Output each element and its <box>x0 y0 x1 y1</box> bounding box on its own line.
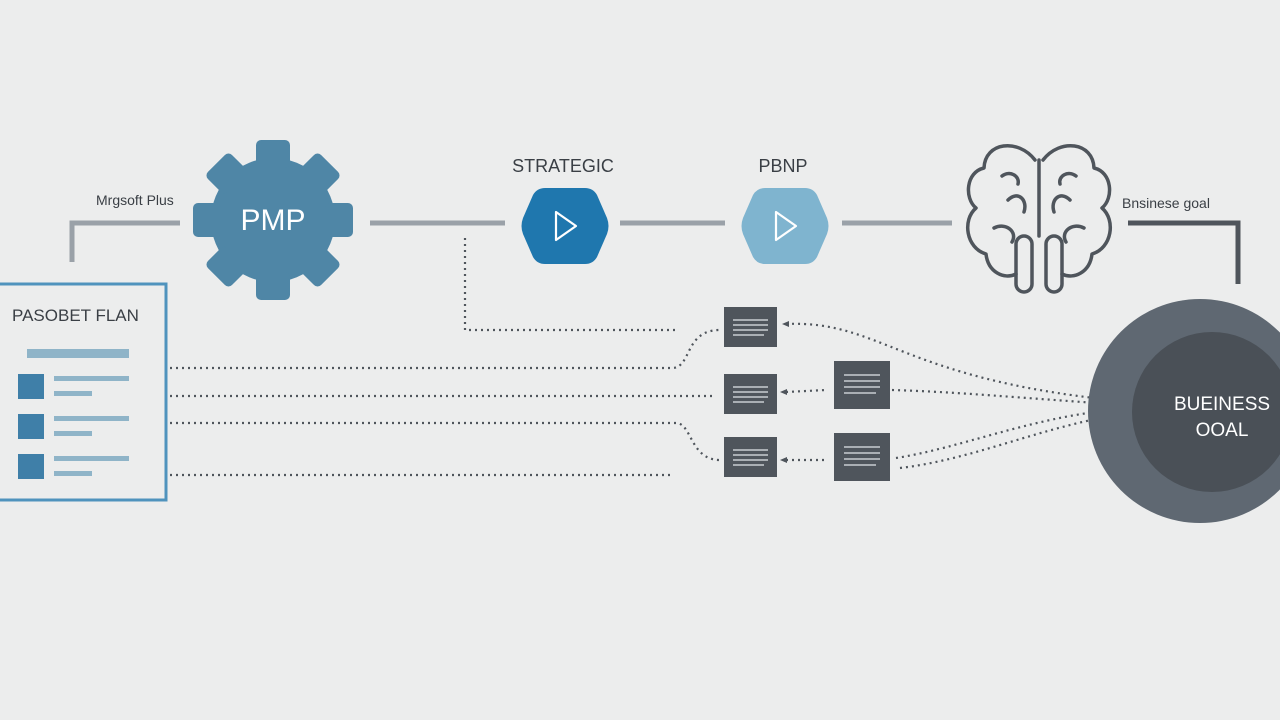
document-icon <box>834 433 890 481</box>
document-icon <box>834 361 890 409</box>
label-pmp-second: PBNP <box>758 156 808 176</box>
goal-label-line1: BUEINESS <box>1173 394 1271 415</box>
arrow-heads <box>780 321 789 463</box>
dotted-connectors <box>170 238 1113 477</box>
document-icon <box>724 374 777 414</box>
connector-top-left <box>69 220 180 262</box>
gear-icon <box>193 140 353 300</box>
connector-top-right <box>1128 220 1241 284</box>
label-strategic: STRATEGIC <box>512 156 614 176</box>
document-icon <box>724 437 777 477</box>
gear-label: PMP <box>240 204 306 237</box>
goal-circle <box>1088 299 1280 523</box>
label-top-left: Mrgsoft Plus <box>96 192 174 208</box>
plan-title: PASOBET FLAN <box>12 306 139 325</box>
play-icon <box>741 188 829 264</box>
play-icon <box>521 188 609 264</box>
brain-icon <box>966 144 1112 294</box>
plan-card <box>0 282 168 502</box>
goal-label-line2: OOAL <box>1195 420 1249 441</box>
document-icon <box>724 307 777 347</box>
label-top-right: Bnsinese goal <box>1122 195 1210 211</box>
